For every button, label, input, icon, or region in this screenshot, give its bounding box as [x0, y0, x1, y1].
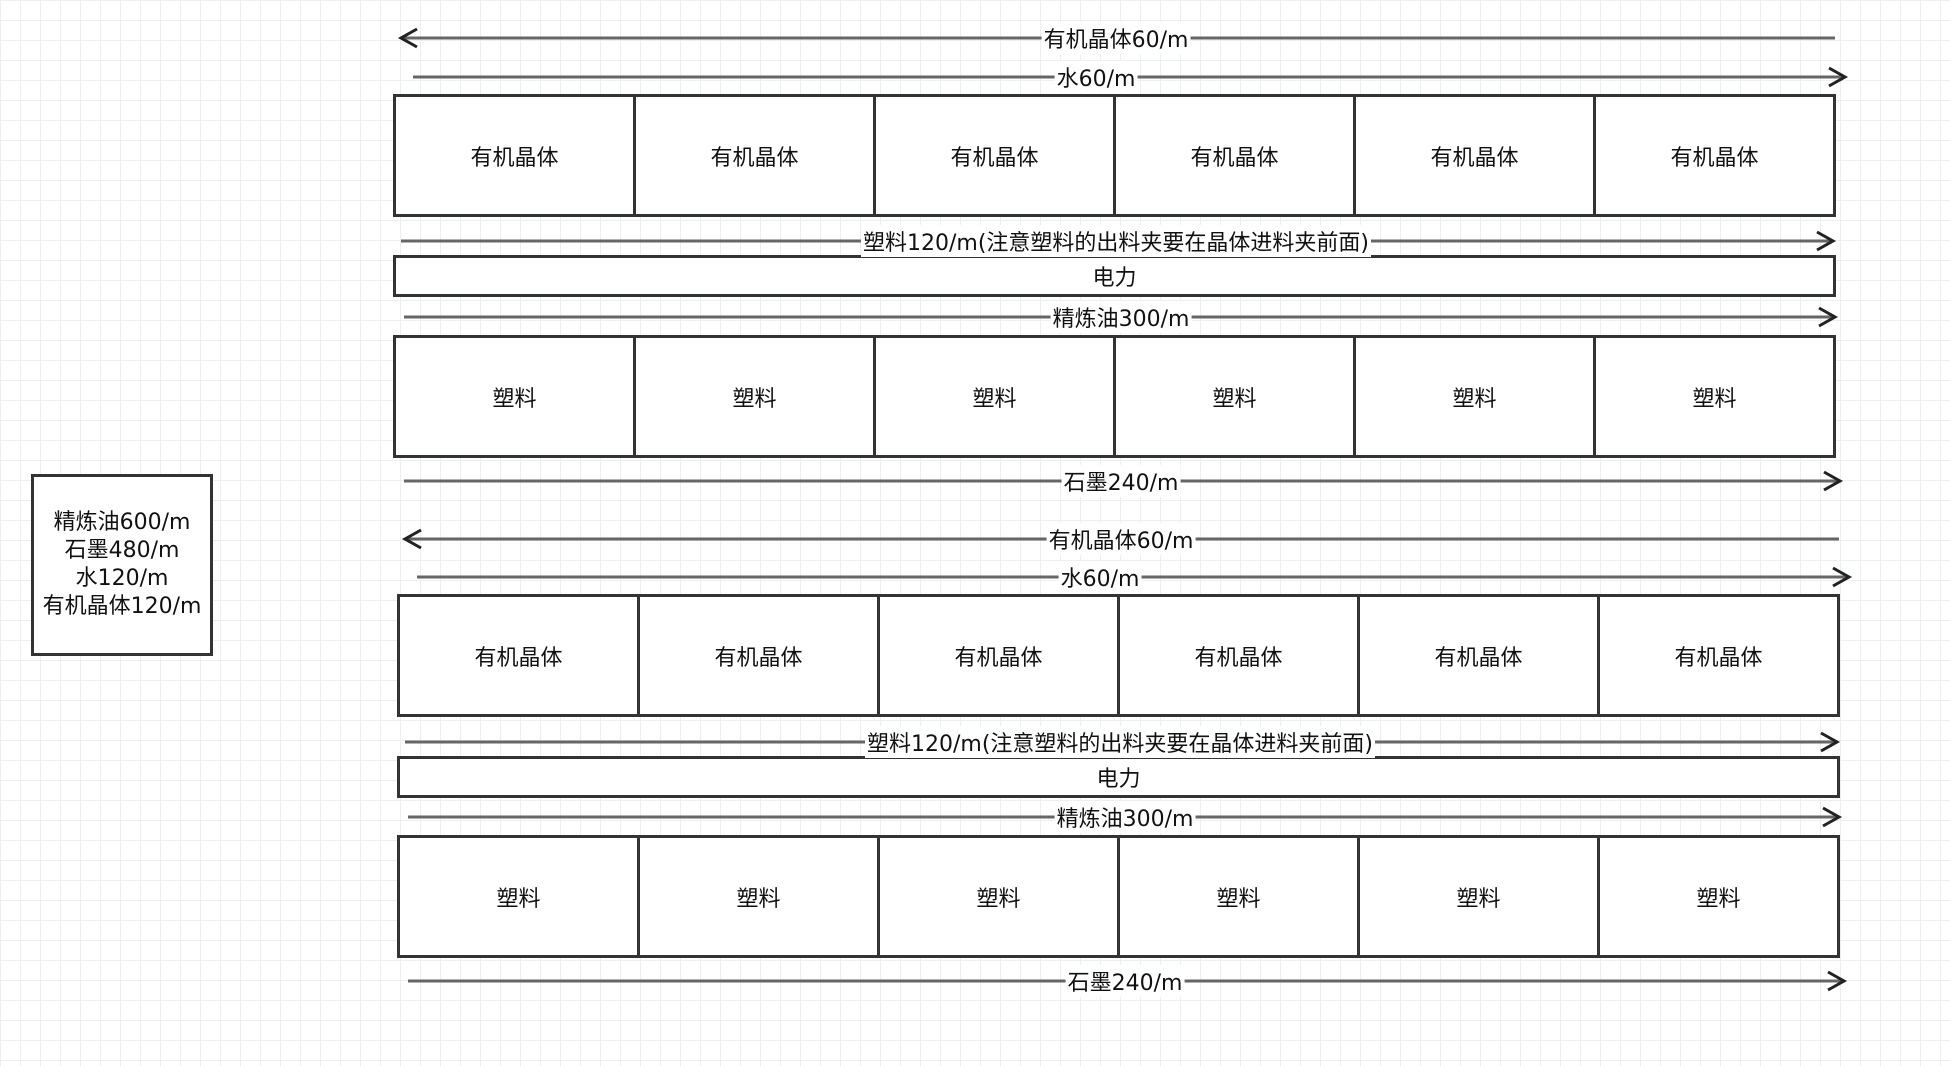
graphite-belt-label: 石墨240/m: [1065, 965, 1185, 997]
summary-line: 水120/m: [75, 566, 169, 591]
plastic-cell: 塑料: [640, 838, 880, 955]
power-bar: 电力: [393, 255, 1836, 297]
crystal-cell: 有机晶体: [636, 97, 876, 214]
plastic-belt-label: 塑料120/m(注意塑料的出料夹要在晶体进料夹前面): [864, 726, 1376, 758]
graphite-belt-label: 石墨240/m: [1061, 465, 1181, 497]
summary-line: 有机晶体120/m: [42, 594, 202, 619]
plastic-cell: 塑料: [1696, 886, 1741, 912]
plastic-cell: 塑料: [636, 338, 876, 455]
plastic-cell: 塑料: [1692, 386, 1737, 412]
water-input-label: 水60/m: [1054, 61, 1138, 93]
plastic-row: 塑料 塑料 塑料 塑料 塑料 塑料: [397, 835, 1840, 958]
crystal-input-label: 有机晶体60/m: [1041, 22, 1191, 54]
crystal-cell: 有机晶体: [1360, 597, 1600, 714]
plastic-cell: 塑料: [1116, 338, 1356, 455]
plastic-cell: 塑料: [400, 838, 640, 955]
plastic-cell: 塑料: [1360, 838, 1600, 955]
summary-line: 石墨480/m: [64, 538, 180, 563]
summary-box: 精炼油600/m 石墨480/m 水120/m 有机晶体120/m: [31, 474, 213, 656]
water-input-label: 水60/m: [1058, 561, 1142, 593]
crystal-cell: 有机晶体: [400, 597, 640, 714]
oil-belt-label: 精炼油300/m: [1050, 301, 1192, 333]
crystal-row: 有机晶体 有机晶体 有机晶体 有机晶体 有机晶体 有机晶体: [393, 94, 1836, 217]
plastic-cell: 塑料: [1120, 838, 1360, 955]
crystal-cell: 有机晶体: [1674, 645, 1763, 671]
oil-belt-label: 精炼油300/m: [1054, 801, 1196, 833]
crystal-cell: 有机晶体: [1670, 145, 1759, 171]
summary-line: 精炼油600/m: [53, 510, 191, 535]
crystal-cell: 有机晶体: [1356, 97, 1596, 214]
plastic-cell: 塑料: [880, 838, 1120, 955]
plastic-cell: 塑料: [396, 338, 636, 455]
crystal-cell: 有机晶体: [1116, 97, 1356, 214]
plastic-row: 塑料 塑料 塑料 塑料 塑料 塑料: [393, 335, 1836, 458]
crystal-input-label: 有机晶体60/m: [1046, 523, 1196, 555]
plastic-cell: 塑料: [876, 338, 1116, 455]
crystal-cell: 有机晶体: [640, 597, 880, 714]
crystal-cell: 有机晶体: [1120, 597, 1360, 714]
plastic-belt-label: 塑料120/m(注意塑料的出料夹要在晶体进料夹前面): [860, 225, 1372, 257]
plastic-cell: 塑料: [1356, 338, 1596, 455]
power-bar: 电力: [397, 756, 1840, 798]
crystal-cell: 有机晶体: [396, 97, 636, 214]
crystal-cell: 有机晶体: [880, 597, 1120, 714]
crystal-cell: 有机晶体: [876, 97, 1116, 214]
crystal-row: 有机晶体 有机晶体 有机晶体 有机晶体 有机晶体 有机晶体: [397, 594, 1840, 717]
